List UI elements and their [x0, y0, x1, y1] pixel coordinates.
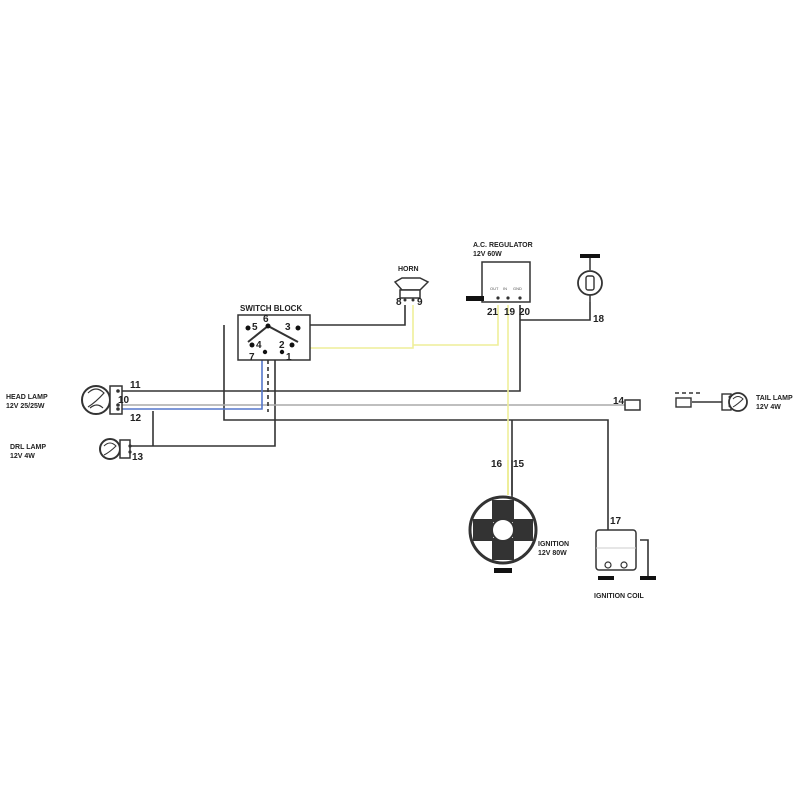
wire-blue [118, 360, 263, 410]
tail-lamp: 14 TAIL LAMP 12V 4W [613, 392, 793, 412]
ignition-rating: 12V 80W [538, 550, 567, 557]
wire-yellow-regulator [413, 305, 499, 346]
ac-regulator: A.C. REGULATOR 12V 60W OUT IN GND 21 19 … [466, 242, 533, 318]
horn-label: HORN [398, 266, 419, 273]
tail-lamp-rating: 12V 4W [756, 404, 781, 411]
regulator-pin-gnd: GND [513, 286, 522, 291]
terminal-13: 13 [132, 452, 144, 463]
terminal-5: 5 [252, 322, 258, 333]
terminal-6: 6 [263, 314, 269, 325]
terminal-3: 3 [285, 322, 291, 333]
ignition-coil: 17 IGNITION COIL [594, 516, 656, 600]
terminal-7: 7 [249, 352, 255, 363]
regulator-pin-out: OUT [490, 286, 499, 291]
component-18: 18 [577, 254, 605, 325]
terminal-21: 21 [487, 307, 499, 318]
terminal-1: 1 [286, 352, 292, 363]
ignition-label: IGNITION [538, 541, 569, 548]
drl-lamp-rating: 12V 4W [10, 453, 35, 460]
drl-lamp: DRL LAMP 12V 4W 13 [10, 438, 144, 463]
terminal-19: 19 [504, 307, 516, 318]
terminal-8: 8 [396, 297, 402, 308]
terminal-18: 18 [593, 314, 605, 325]
terminal-17: 17 [610, 516, 622, 527]
wire-regulator-18 [520, 302, 591, 321]
ignition-coil-label: IGNITION COIL [594, 593, 645, 600]
wires [118, 302, 722, 578]
wire-drl [130, 360, 276, 447]
head-lamp-label: HEAD LAMP [6, 394, 48, 401]
regulator-ground [466, 296, 484, 301]
horn: HORN 8 9 [393, 266, 430, 308]
terminal-12: 12 [130, 413, 142, 424]
wire-yellow-horn [300, 305, 414, 349]
ignition-stator: 16 15 IGNITION 12V 80W [468, 459, 569, 573]
drl-lamp-label: DRL LAMP [10, 444, 46, 451]
wire-switch-to-horn [310, 305, 406, 326]
switch-block: SWITCH BLOCK 5 6 3 4 2 7 1 [237, 304, 311, 363]
terminal-16: 16 [491, 459, 503, 470]
terminal-20: 20 [519, 307, 531, 318]
terminal-10: 10 [118, 395, 130, 406]
regulator-label: A.C. REGULATOR [473, 242, 533, 249]
terminal-9: 9 [417, 297, 423, 308]
tail-lamp-label: TAIL LAMP [756, 395, 793, 402]
wire-main-loop [223, 325, 609, 528]
head-lamp: HEAD LAMP 12V 25/25W 11 10 12 [6, 380, 142, 424]
wire-headlamp-11 [118, 305, 521, 392]
head-lamp-rating: 12V 25/25W [6, 403, 45, 410]
terminal-4: 4 [256, 340, 262, 351]
terminal-2: 2 [279, 340, 285, 351]
wire-coil-right [640, 539, 649, 578]
switch-block-title: SWITCH BLOCK [240, 304, 302, 313]
regulator-pin-in: IN [503, 286, 507, 291]
terminal-15: 15 [513, 459, 525, 470]
terminal-11: 11 [130, 380, 141, 391]
terminal-14: 14 [613, 396, 625, 407]
regulator-rating: 12V 60W [473, 251, 502, 258]
